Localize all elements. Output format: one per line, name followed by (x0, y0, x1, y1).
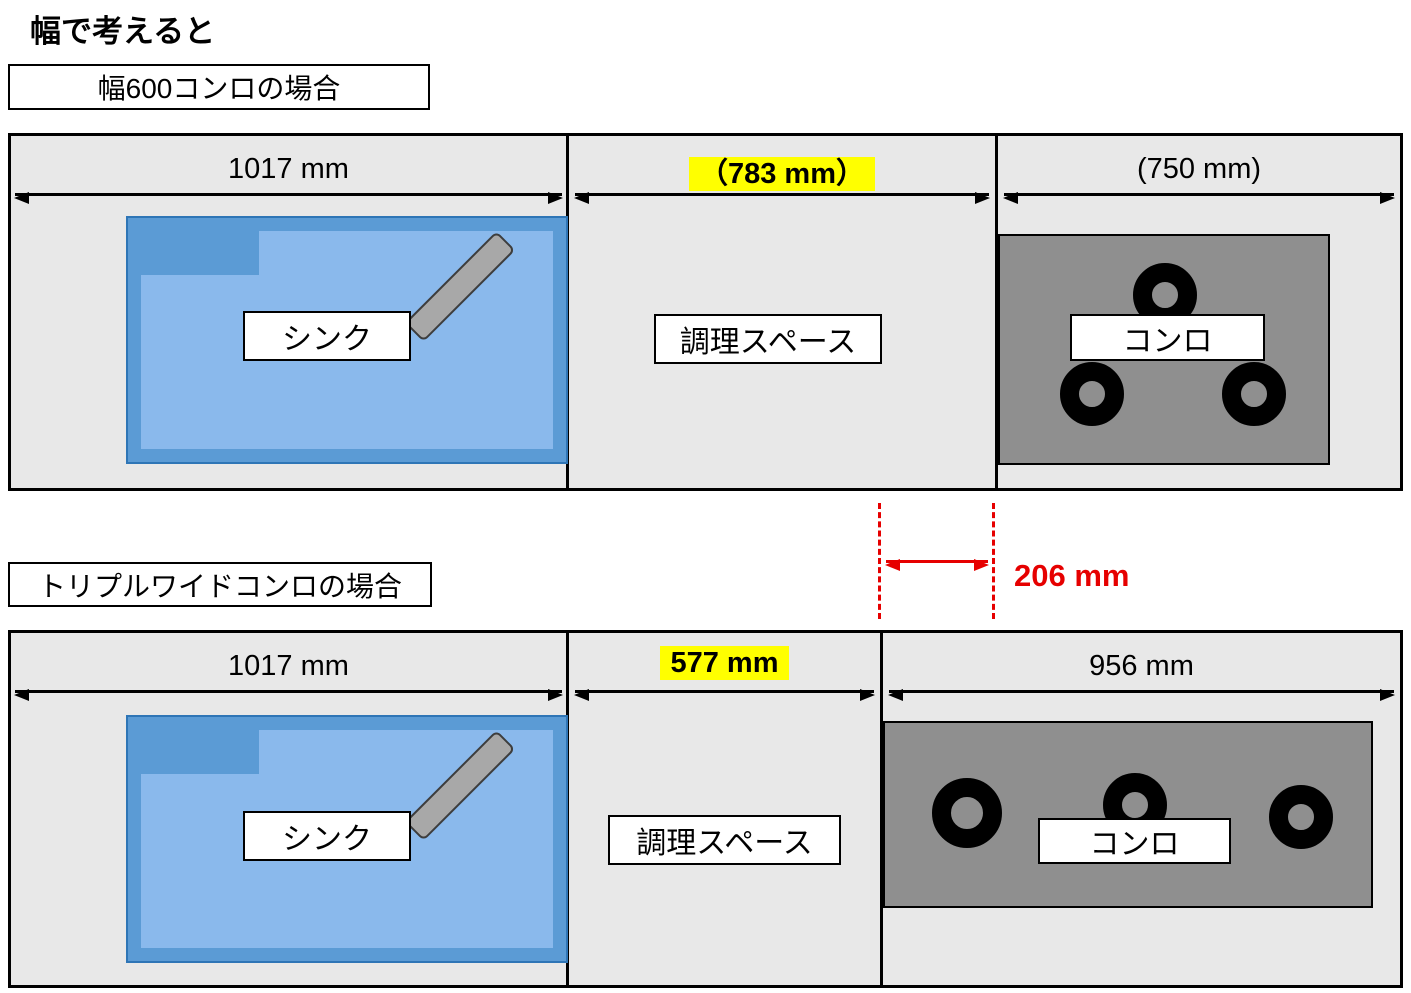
section-divider (880, 633, 883, 985)
cooking-space-label-text: 調理スペース (679, 326, 857, 359)
dimension-arrow (888, 688, 1395, 701)
page-title: 幅で考えると (30, 14, 216, 49)
section-divider (995, 136, 998, 488)
cooking-space-label: 調理スペース (654, 314, 882, 364)
diagram1-caption: 幅600コンロの場合 (8, 64, 430, 110)
burner-icon (1060, 362, 1124, 426)
stove-label-text: コンロ (1122, 324, 1213, 358)
counter-diagram-triple-wide: 1017 mm 577 mm 956 mm シンク 調理スペース (8, 630, 1403, 988)
dimension-arrow (14, 688, 563, 701)
sink-dimension-label: 1017 mm (11, 153, 566, 186)
burner-icon (1222, 362, 1286, 426)
stove-dimension-label: (750 mm) (998, 153, 1400, 186)
gap-dashed-line-left (878, 503, 881, 619)
cook-dimension-label: （783 mm） (569, 150, 995, 192)
burner-icon (1269, 785, 1333, 849)
gap-dashed-line-right (992, 503, 995, 619)
dimension-value: 956 mm (1089, 650, 1194, 682)
dimension-value: (750 mm) (1136, 153, 1262, 185)
dimension-arrow (1003, 191, 1395, 204)
stove-label-text: コンロ (1089, 828, 1180, 861)
sink-label-text: シンク (282, 323, 372, 356)
stove-label: コンロ (1038, 818, 1231, 864)
dimension-value: 1017 mm (228, 153, 349, 185)
dimension-arrow (574, 191, 990, 204)
stove-dimension-label: 956 mm (883, 650, 1400, 683)
gap-arrow (885, 558, 989, 571)
sink-notch (141, 730, 259, 774)
gap-annotation: 206 mm (1014, 558, 1130, 593)
sink-label-text: シンク (282, 823, 372, 856)
dimension-value-highlighted: （783 mm） (688, 157, 875, 191)
cooking-space-label-text: 調理スペース (636, 827, 813, 860)
sink-notch (141, 231, 259, 275)
dimension-arrow (574, 688, 875, 701)
burner-icon (932, 778, 1002, 848)
sink-label: シンク (243, 311, 411, 361)
cook-dimension-label: 577 mm (569, 646, 880, 680)
stove-label: コンロ (1070, 314, 1265, 361)
dimension-value-highlighted: 577 mm (660, 646, 789, 680)
cooking-space-label: 調理スペース (608, 815, 841, 865)
dimension-value: 1017 mm (228, 650, 349, 682)
dimension-arrow (14, 191, 563, 204)
sink-dimension-label: 1017 mm (11, 650, 566, 683)
stove-panel (883, 721, 1373, 908)
diagram2-caption: トリプルワイドコンロの場合 (8, 562, 432, 607)
counter-diagram-600: 1017 mm （783 mm） (750 mm) シンク 調理スペース (8, 133, 1403, 491)
sink-label: シンク (243, 811, 411, 861)
